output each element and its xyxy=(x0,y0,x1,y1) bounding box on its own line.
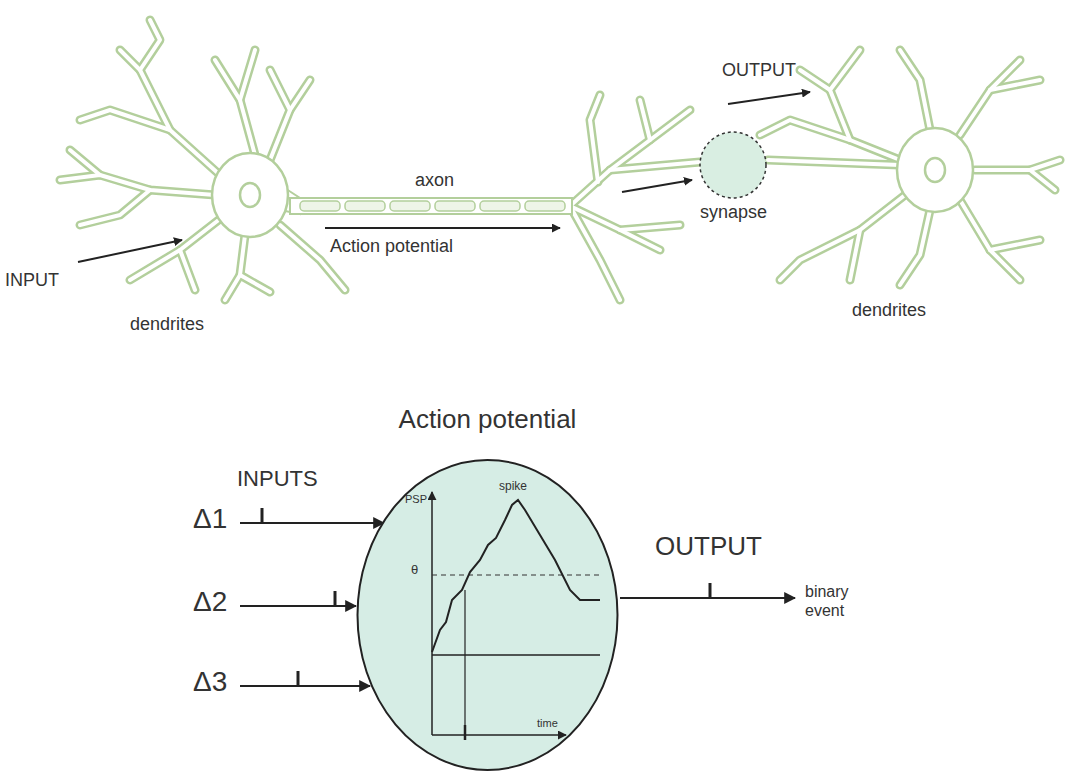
part-name: axon xyxy=(415,170,454,191)
part-name: dendrites xyxy=(130,314,204,335)
input-name: Δ1 xyxy=(193,503,227,535)
axis-label: PSP xyxy=(405,493,427,506)
output-label: OUTPUT xyxy=(722,60,796,81)
action-potential-cell: Action potential xyxy=(350,405,625,777)
signal-name: Action potential xyxy=(330,236,453,257)
curve-label: spike xyxy=(499,480,527,494)
part-name: dendrites xyxy=(852,300,926,321)
output-label: OUTPUT xyxy=(655,532,762,562)
cell-heading: Action potential xyxy=(350,405,625,435)
part-name: synapse xyxy=(700,202,767,223)
input-label: INPUT xyxy=(5,270,59,291)
input-label: INPUTS xyxy=(237,466,318,491)
cell-outline xyxy=(350,405,625,777)
input-name: Δ2 xyxy=(193,586,227,618)
threshold-label: θ xyxy=(411,563,418,578)
axis-label: time xyxy=(537,717,558,730)
output-note: binary event xyxy=(805,582,875,620)
input-name: Δ3 xyxy=(193,666,227,698)
